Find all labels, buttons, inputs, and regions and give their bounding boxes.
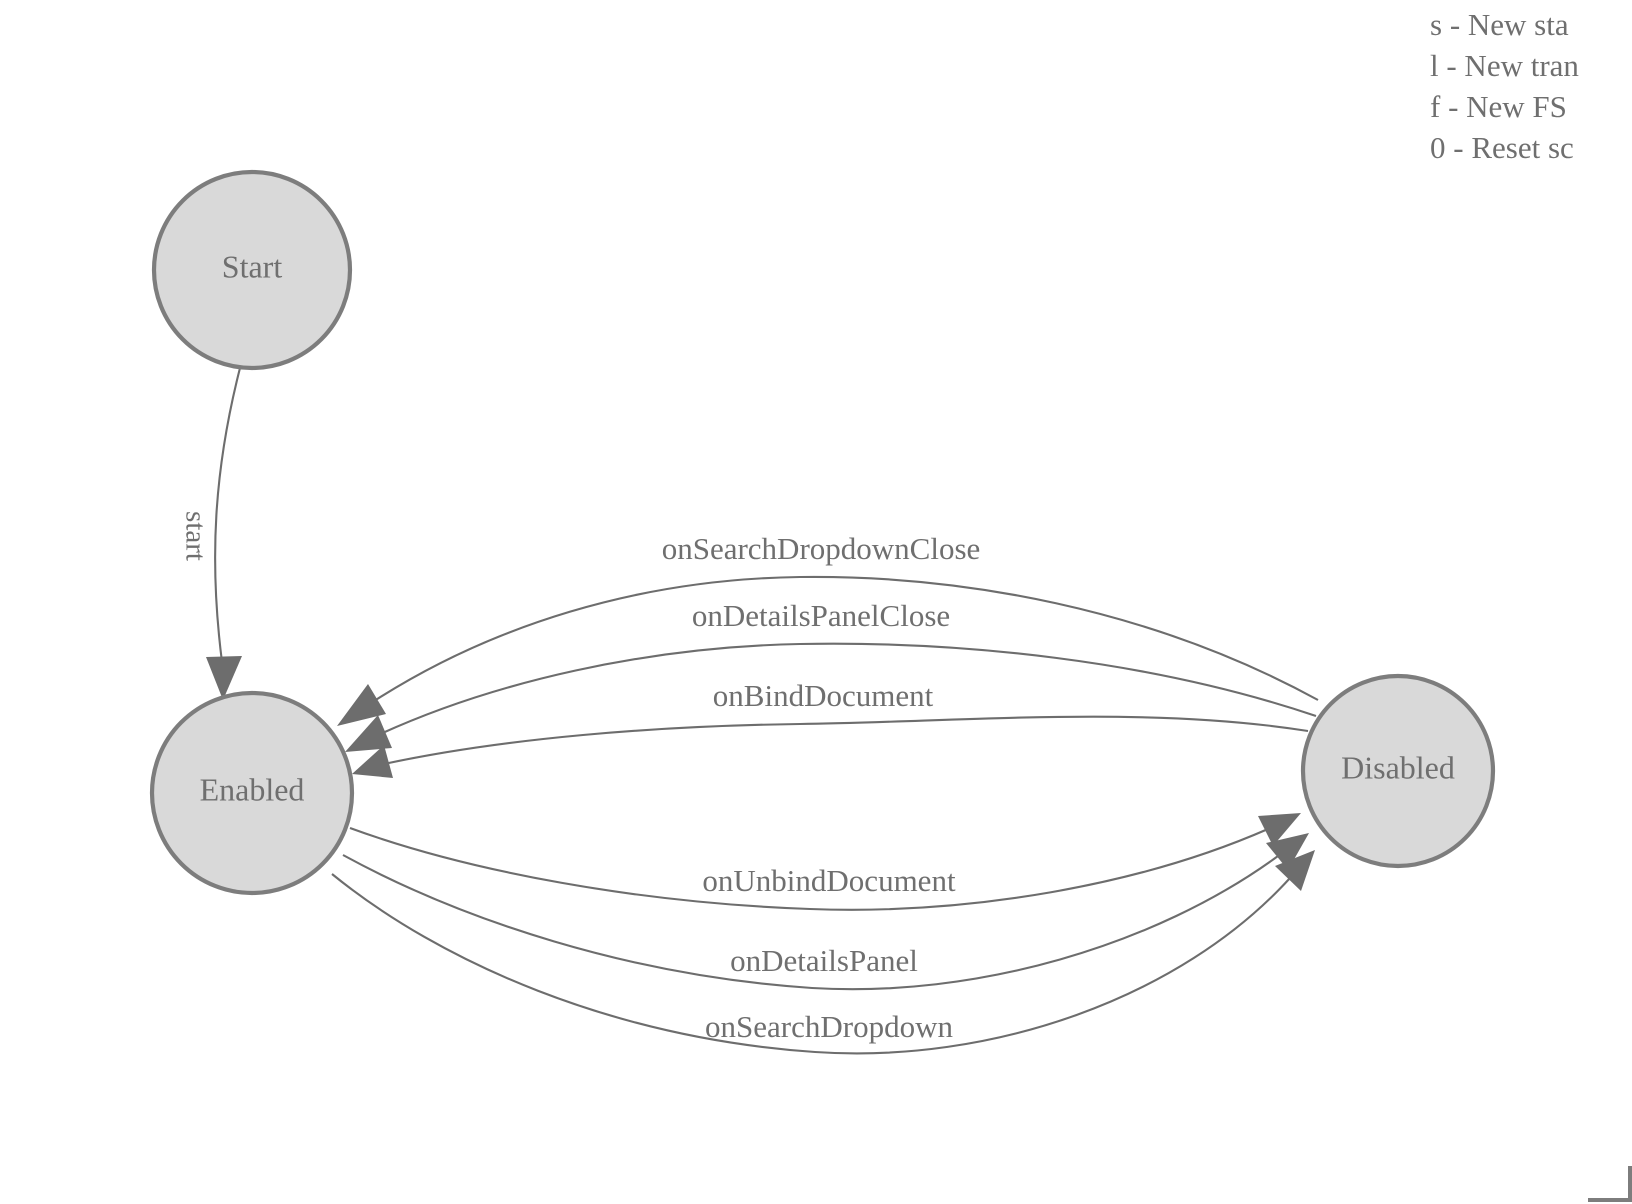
keyboard-shortcut-help: s - New sta l - New tran f - New FS 0 - … [1422,0,1632,168]
arrowhead-ondetailspanel [1266,833,1309,870]
node-disabled-circle[interactable] [1300,673,1496,869]
edge-path-ondetailspanelclose [375,642,1317,737]
edge-disabled-to-enabled-ondetailspanelclose[interactable] [345,642,1317,752]
edge-label-ondetailspanel: onDetailsPanel [730,943,918,978]
arrowhead-onunbinddocument [1258,813,1301,846]
corner-bracket-horizontal-bar [1588,1198,1632,1202]
resize-corner-handle[interactable] [1588,1166,1632,1202]
edge-path-onbinddocument [383,715,1309,766]
arrowhead-onsearchdropdownclose [337,684,386,726]
help-line-new-state: s - New sta [1430,7,1569,42]
node-start-circle[interactable] [151,169,353,371]
arrowhead-start-enabled [206,656,242,700]
edge-label-onbinddocument: onBindDocument [713,678,934,713]
node-disabled-label: Disabled [1341,749,1455,785]
edge-enabled-to-disabled-onsearchdropdown[interactable] [331,850,1315,1055]
edge-disabled-to-enabled-onsearchdropdownclose[interactable] [337,575,1319,726]
edge-start-to-enabled[interactable] [206,367,242,700]
node-disabled[interactable]: Disabled [1300,673,1496,869]
edge-path-start-enabled [214,367,242,663]
arrowhead-onbinddocument [352,745,393,778]
edge-label-start: start [179,511,211,561]
arrowhead-onsearchdropdown [1275,850,1315,891]
node-enabled-label: Enabled [200,771,305,807]
node-start-label: Start [222,248,283,284]
node-start[interactable]: Start [151,169,353,371]
node-enabled[interactable]: Enabled [149,690,355,896]
edge-label-ondetailspanelclose: onDetailsPanelClose [692,598,950,633]
arrowhead-ondetailspanelclose [345,715,392,752]
node-enabled-circle[interactable] [149,690,355,896]
edge-enabled-to-disabled-ondetailspanel[interactable] [342,833,1309,991]
corner-bracket-vertical-bar [1628,1166,1632,1202]
edge-label-onsearchdropdown: onSearchDropdown [705,1009,953,1044]
help-line-reset: 0 - Reset sc [1430,130,1574,165]
edge-path-ondetailspanel [342,854,1279,991]
help-line-new-fsm: f - New FS [1430,89,1567,124]
help-line-new-transition: l - New tran [1430,48,1579,83]
edge-label-onunbinddocument: onUnbindDocument [702,863,956,898]
edge-disabled-to-enabled-onbinddocument[interactable] [352,715,1309,778]
edge-enabled-to-disabled-onunbinddocument[interactable] [349,813,1301,911]
edge-label-onsearchdropdownclose: onSearchDropdownClose [662,531,981,566]
edge-path-onsearchdropdownclose [367,575,1319,706]
edge-path-onunbinddocument [349,827,1269,911]
edge-path-onsearchdropdown [331,873,1291,1055]
